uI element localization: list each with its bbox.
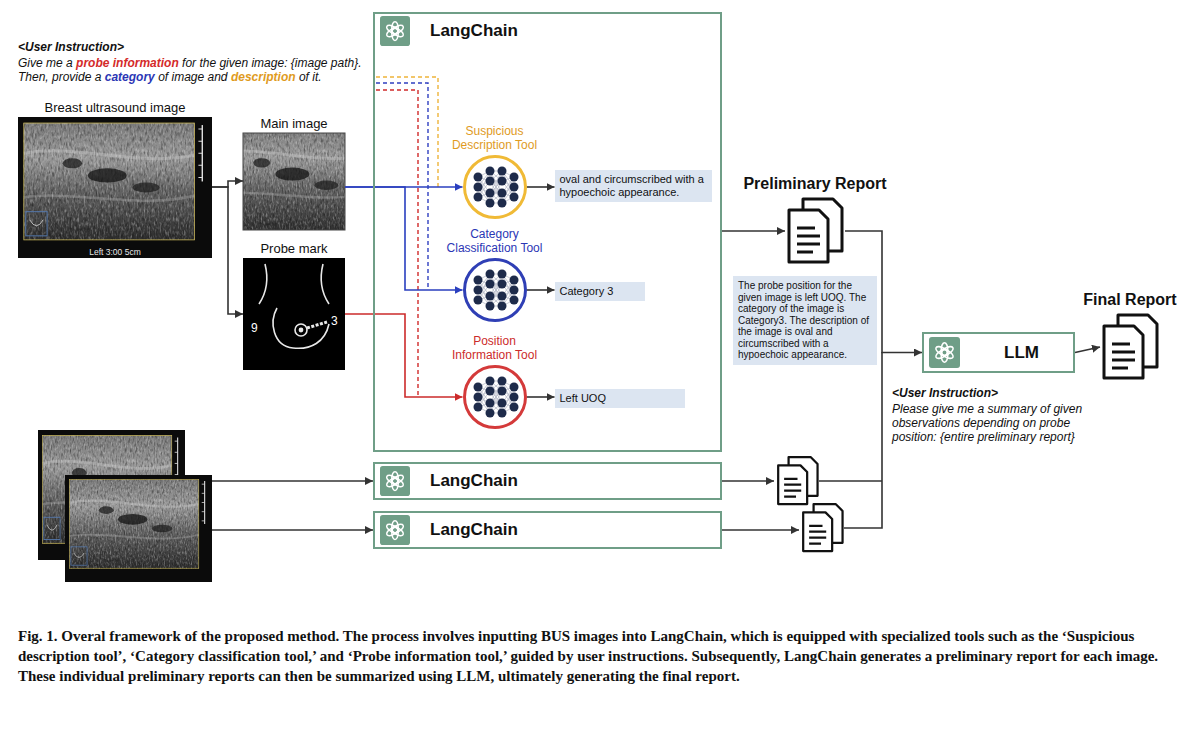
llm-box: LLM [922, 332, 1075, 373]
flow-line [844, 352, 882, 528]
ultrasound-image [65, 475, 212, 582]
tool-circle-node: Suspicious Description Tool [463, 155, 527, 219]
flow-line [722, 529, 799, 531]
image-title: Main image [260, 116, 327, 131]
connector [345, 314, 463, 397]
report-title: Final Report [1083, 291, 1176, 309]
tool-name: Suspicious Description Tool [443, 124, 546, 152]
tool-circle [463, 155, 527, 219]
image-title: Probe mark [260, 241, 327, 256]
instruction-line [376, 90, 418, 397]
instruction-group: <User Instruction> [892, 386, 998, 400]
instruction-text: Give me a [18, 56, 73, 70]
output-box: Left UOQ [555, 389, 685, 408]
langchain-box: LangChain [373, 462, 722, 500]
tool-circle-outline [464, 366, 525, 427]
tool-circle-outline [464, 156, 525, 217]
connector [1075, 347, 1100, 353]
network-icon [474, 377, 519, 418]
output-box: Category 3 [555, 282, 645, 301]
document-icon [803, 504, 842, 551]
network-icon [474, 167, 519, 208]
tool-output: Category 3 [560, 285, 640, 298]
instruction-group: Please give me a summary of given observ… [892, 402, 1114, 444]
caption-group: Fig. 1. Overal framework of the proposed… [18, 626, 1184, 686]
openai-logo [380, 515, 410, 545]
flow-line [212, 480, 373, 482]
langchain-box: LangChain [373, 511, 722, 549]
connector [722, 230, 785, 232]
instruction-group: <User Instruction> [18, 40, 124, 54]
report-title: Preliminary Report [743, 175, 886, 193]
document-icon [778, 457, 817, 504]
flow-line [722, 480, 774, 482]
box-title: LangChain [430, 471, 518, 491]
openai-logo [380, 16, 410, 46]
report-icon: Preliminary Report [785, 196, 845, 266]
instruction-text: Please give me a summary of given observ… [892, 402, 1082, 444]
box-title: LangChain [430, 520, 518, 540]
connector [212, 181, 243, 187]
ultrasound-crop [214, 120, 384, 251]
report-text: The probe position for the given image i… [738, 280, 872, 361]
flow-line [819, 480, 882, 482]
instruction-keyword: probe information [76, 56, 179, 70]
image-frame [243, 133, 345, 230]
instruction-group: Give me aprobe informationfor the given … [18, 56, 370, 84]
output-box: oval and circumscribed with a hypoechoic… [555, 170, 712, 202]
instruction-text: of it. [299, 70, 322, 84]
image-panel: Breast ultrasound imageLeft 3:00 5cm [18, 117, 212, 258]
connector [212, 187, 243, 314]
tool-name: Position Information Tool [443, 334, 546, 362]
ultrasound-image [18, 117, 212, 258]
box-title: LangChain [430, 21, 518, 41]
tool-circle-outline [464, 259, 525, 320]
connector [527, 396, 555, 398]
tool-output: Left UOQ [560, 392, 680, 405]
tool-output: oval and circumscribed with a hypoechoic… [560, 173, 707, 199]
box-title: LLM [1004, 343, 1039, 363]
image-annotation: Left 3:00 5cm [89, 247, 141, 257]
openai-logo [380, 466, 410, 496]
tool-name: Category Classification Tool [443, 227, 546, 255]
connector [345, 187, 463, 290]
clock-number: 9 [251, 321, 258, 335]
report-icon: Final Report [1100, 312, 1160, 382]
image-panel: Main image [243, 133, 345, 230]
document-icon [789, 199, 842, 262]
tool-circle-node: Category Classification Tool [463, 258, 527, 322]
connector [527, 289, 555, 291]
connector [527, 186, 555, 188]
network-icon [474, 270, 519, 311]
openai-logo [929, 337, 960, 368]
instruction-text: of image and [158, 70, 227, 84]
instruction-keyword: description [231, 70, 296, 84]
figure-caption: Fig. 1. Overal framework of the proposed… [18, 626, 1184, 686]
tool-circle [463, 258, 527, 322]
langchain-box: LangChainSuspicious Description ToolCate… [373, 12, 722, 452]
image-title: Breast ultrasound image [45, 100, 186, 115]
flow-line [212, 529, 373, 531]
instruction-heading: <User Instruction> [892, 386, 998, 400]
probe-mark-picture [243, 258, 345, 370]
probe-panel: Probe mark93 [243, 258, 345, 370]
tool-circle [463, 365, 527, 429]
instruction-keyword: category [105, 70, 155, 84]
tool-circle-node: Position Information Tool [463, 365, 527, 429]
instruction-heading: <User Instruction> [18, 40, 124, 54]
report-text-box: The probe position for the given image i… [733, 276, 877, 365]
document-icon [1104, 315, 1157, 378]
clock-number: 3 [331, 314, 338, 328]
